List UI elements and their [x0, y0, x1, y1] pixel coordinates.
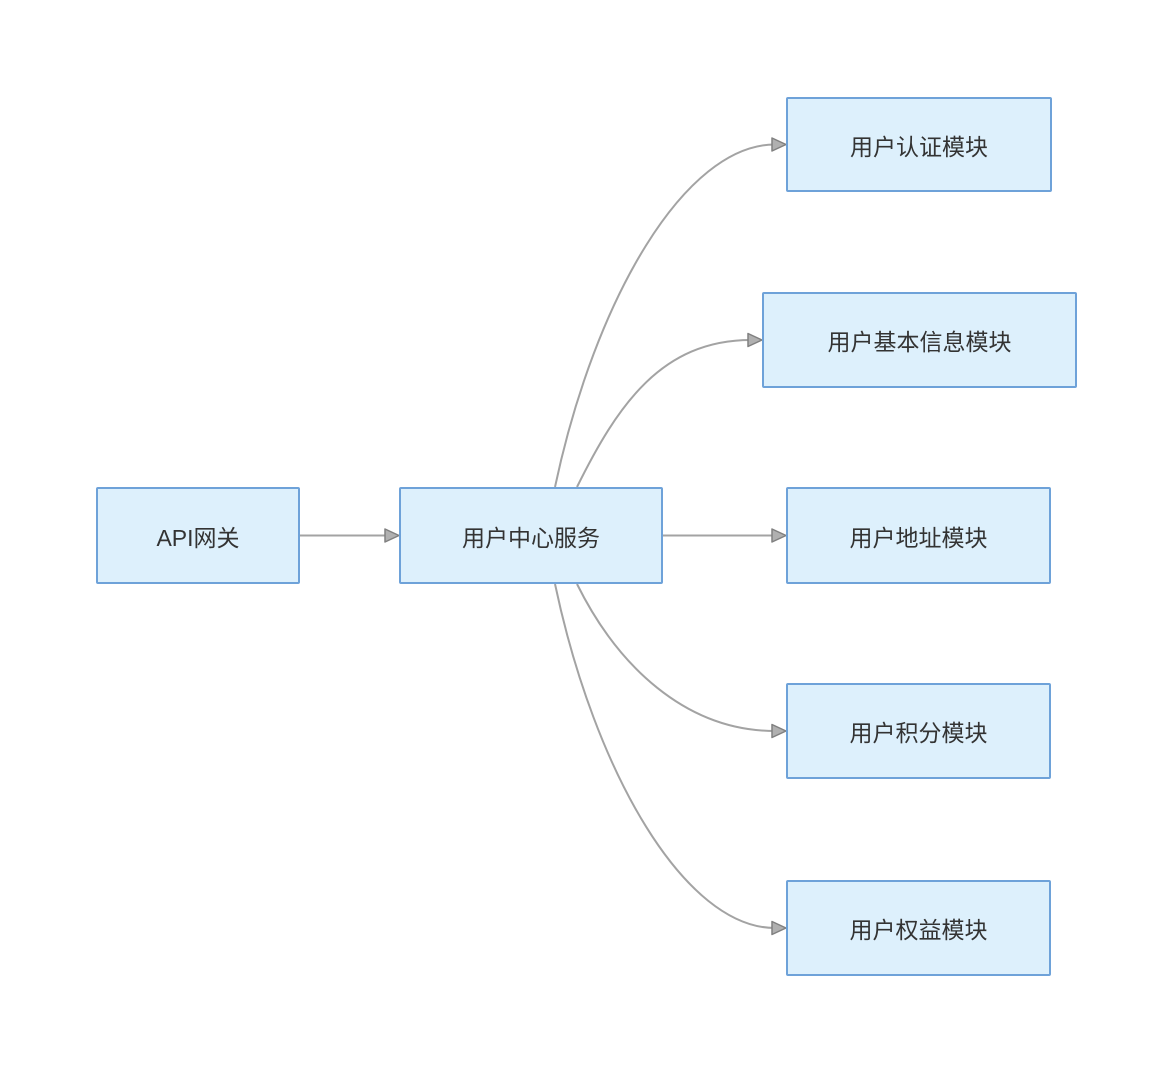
node-user-basic-info-module[interactable]: 用户基本信息模块 [762, 292, 1077, 388]
node-user-benefits-module[interactable]: 用户权益模块 [786, 880, 1051, 976]
node-user-address-module[interactable]: 用户地址模块 [786, 487, 1051, 584]
arrowhead-user-center-service [384, 528, 400, 543]
node-label-user-basic-info-module: 用户基本信息模块 [827, 329, 1012, 355]
edge-user-center-service-to-user-benefits-module [554, 583, 776, 929]
arrowhead-user-auth-module [771, 137, 787, 152]
node-user-auth-module[interactable]: 用户认证模块 [786, 97, 1052, 192]
node-label-user-center-service: 用户中心服务 [462, 524, 600, 551]
arrowhead-user-benefits-module [771, 920, 787, 936]
arrowhead-user-points-module [771, 723, 787, 739]
arrowhead-user-basic-info-module [747, 332, 763, 348]
node-label-api-gateway: API网关 [156, 524, 240, 551]
node-api-gateway[interactable]: API网关 [96, 487, 300, 584]
edge-user-center-service-to-user-basic-info-module [576, 339, 752, 488]
node-label-user-address-module: 用户地址模块 [849, 524, 988, 551]
node-user-points-module[interactable]: 用户积分模块 [786, 683, 1051, 779]
node-label-user-points-module: 用户积分模块 [849, 720, 988, 746]
edge-user-center-service-to-user-auth-module [554, 143, 776, 488]
arrowhead-user-address-module [771, 528, 787, 543]
node-label-user-benefits-module: 用户权益模块 [849, 917, 988, 943]
edge-user-center-service-to-user-points-module [576, 583, 776, 732]
node-label-user-auth-module: 用户认证模块 [850, 133, 988, 160]
node-user-center-service[interactable]: 用户中心服务 [399, 487, 663, 584]
